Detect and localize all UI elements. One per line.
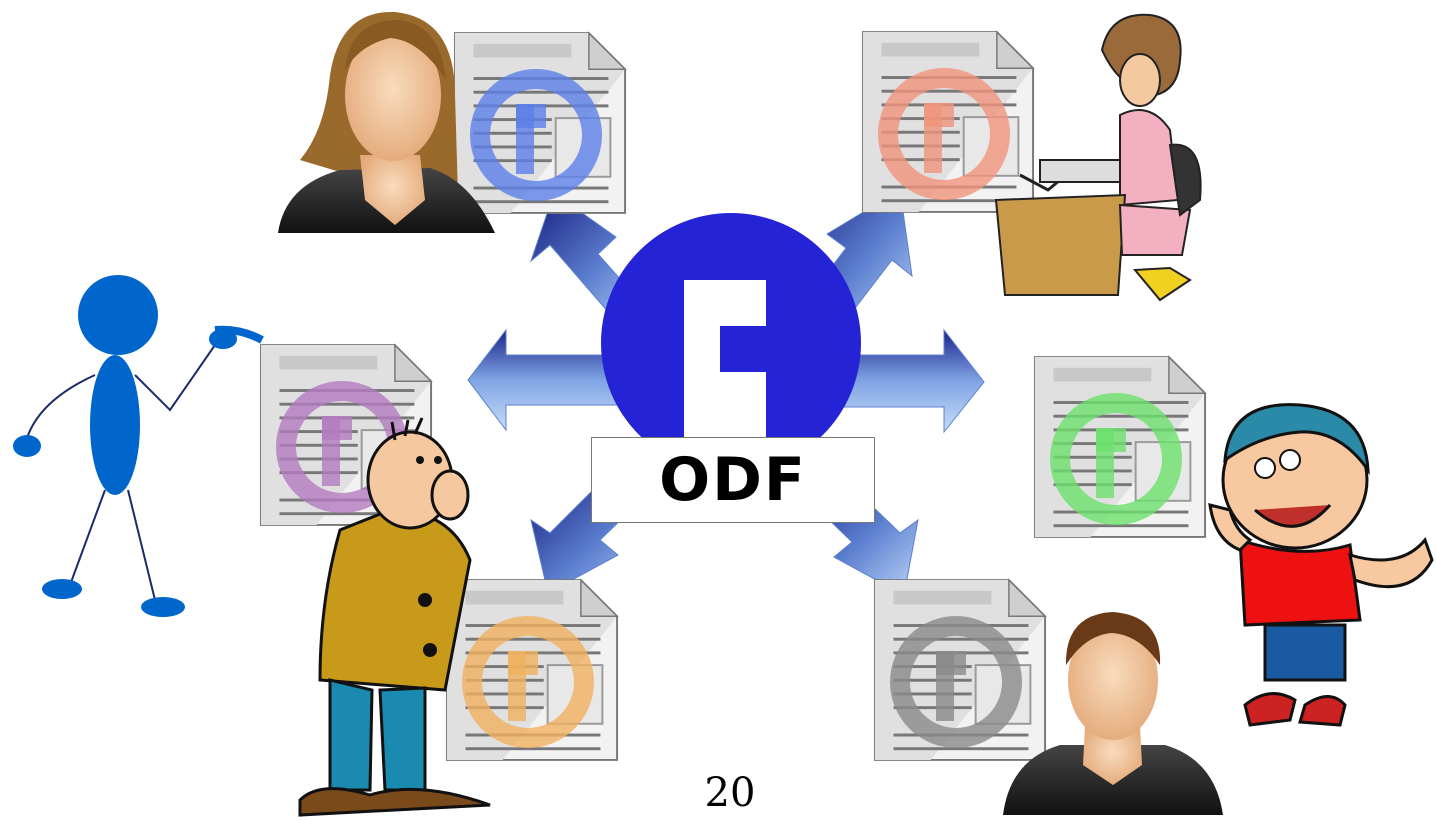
document-icon-green <box>1033 356 1207 538</box>
document-icon-blue <box>453 32 627 214</box>
arrow-left <box>467 328 623 432</box>
document-icon-orange <box>445 579 619 761</box>
smiling-boy-clipart <box>1208 403 1434 727</box>
document-icon-gray <box>873 579 1047 761</box>
man-avatar-icon <box>1003 612 1223 815</box>
odf-logo-icon <box>601 213 861 473</box>
typing-woman-clipart <box>994 13 1202 302</box>
odf-label: ODF <box>591 437 875 523</box>
woman-avatar-icon <box>278 11 495 233</box>
man-in-coat-clipart <box>298 417 491 817</box>
page-number: 20 <box>704 770 756 816</box>
stick-figure-clipart <box>13 275 264 617</box>
arrow-right <box>839 328 985 434</box>
document-icon-salmon <box>861 31 1035 213</box>
